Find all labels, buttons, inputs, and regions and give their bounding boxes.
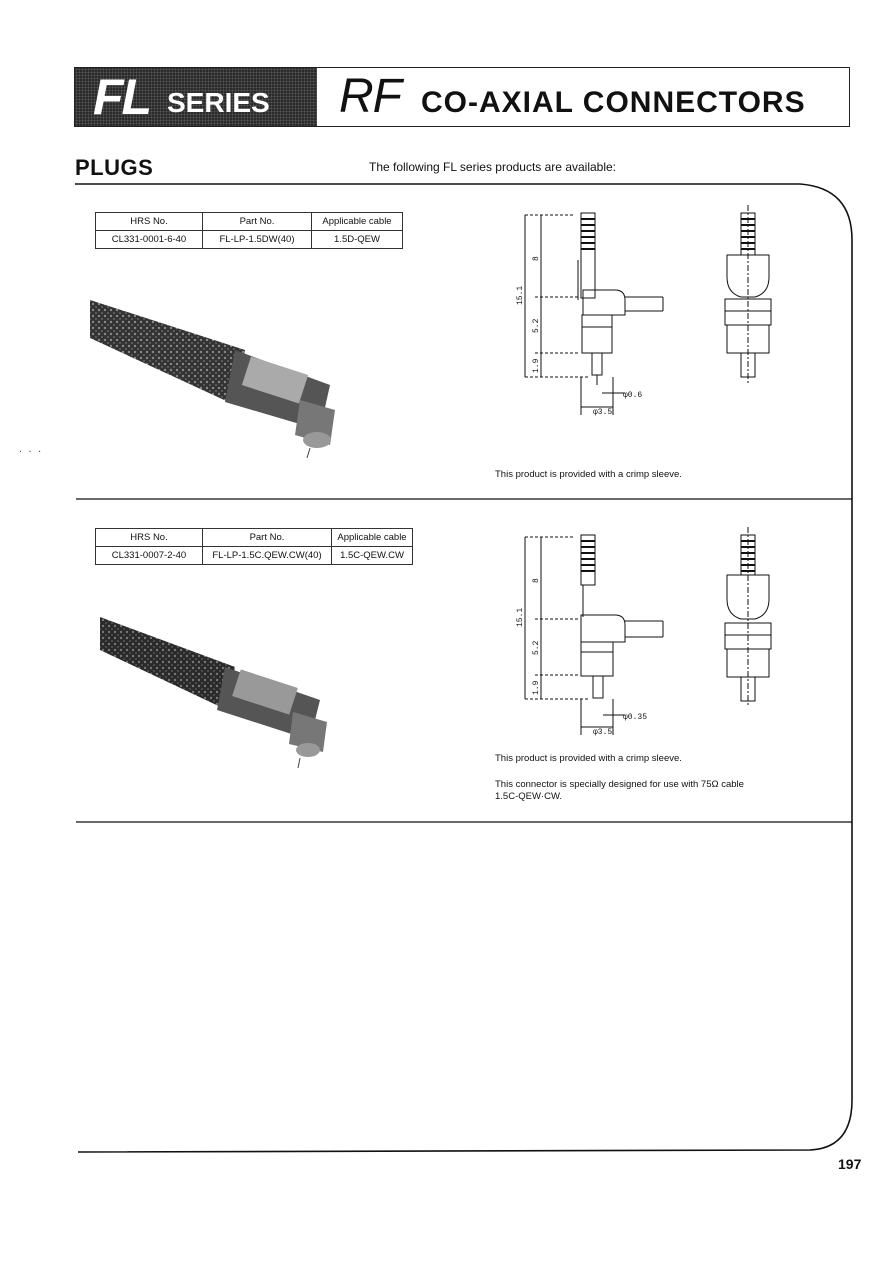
product-2-photo	[100, 617, 327, 769]
table-cell-hrs: CL331-0007-2-40	[95, 546, 203, 565]
table-cell-hrs: CL331-0001-6-40	[95, 230, 203, 249]
table-cell-part: FL-LP-1.5DW(40)	[202, 230, 312, 249]
product-1-table: HRS No. Part No. Applicable cable CL331-…	[95, 212, 403, 249]
header-series: SERIES	[167, 87, 270, 118]
svg-text:. . .: . . .	[18, 446, 42, 455]
dim-pin: φ0.35	[623, 713, 647, 722]
product-2-note-2: This connector is specially designed for…	[495, 779, 744, 790]
product-1-drawing: 15.1 8 5.2 1.9 φ0.6 φ3.5	[516, 205, 772, 417]
dim-dia: φ3.5	[593, 728, 612, 737]
section-title: PLUGS	[75, 155, 154, 180]
dim-upper: 8	[532, 578, 541, 583]
page-number: 197	[838, 1156, 862, 1172]
dim-total: 15.1	[516, 286, 525, 305]
intro-text: The following FL series products are ava…	[369, 160, 617, 174]
dim-pin: φ0.6	[623, 391, 642, 400]
product-2-table: HRS No. Part No. Applicable cable CL331-…	[95, 528, 413, 565]
table-cell-part: FL-LP-1.5C.QEW.CW(40)	[202, 546, 332, 565]
dim-mid: 5.2	[532, 318, 541, 333]
dim-dia: φ3.5	[593, 408, 612, 417]
product-2-note-1: This product is provided with a crimp sl…	[495, 753, 682, 764]
dim-total: 15.1	[516, 608, 525, 627]
dim-upper: 8	[532, 256, 541, 261]
header-title: CO-AXIAL CONNECTORS	[421, 86, 806, 119]
product-1-note: This product is provided with a crimp sl…	[495, 469, 682, 480]
table-cell-cable: 1.5C-QEW.CW	[331, 546, 413, 565]
dim-mid: 5.2	[532, 640, 541, 655]
header-dark-panel	[75, 68, 317, 126]
table-header: Applicable cable	[311, 212, 403, 231]
table-header: HRS No.	[95, 212, 203, 231]
product-2-note-3: 1.5C-QEW·CW.	[495, 791, 563, 802]
table-header: Part No.	[202, 528, 332, 547]
dim-lower: 1.9	[532, 680, 541, 695]
product-2-drawing: 15.1 8 5.2 1.9 φ0.35 φ3.5	[516, 527, 772, 737]
table-cell-cable: 1.5D-QEW	[311, 230, 403, 249]
header-rf: RF	[339, 70, 402, 123]
header-banner: FL SERIES RF CO-AXIAL CONNECTORS	[74, 67, 850, 127]
table-header: Applicable cable	[331, 528, 413, 547]
table-header: Part No.	[202, 212, 312, 231]
table-header: HRS No.	[95, 528, 203, 547]
header-fl: FL	[93, 69, 152, 125]
dim-lower: 1.9	[532, 358, 541, 373]
product-1-photo	[90, 300, 335, 459]
